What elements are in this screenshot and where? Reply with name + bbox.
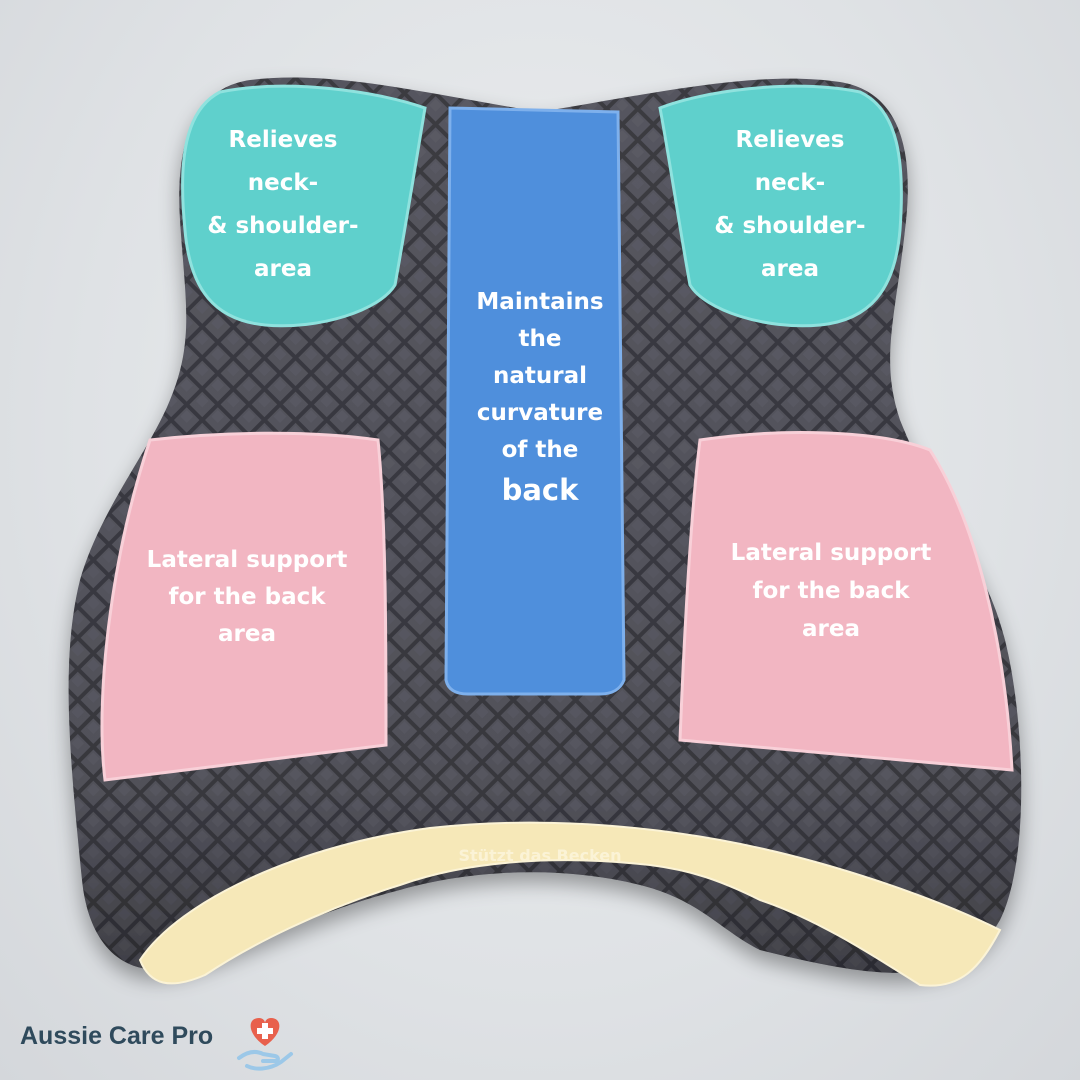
neck-zone-left (181, 84, 427, 328)
heart-hand-icon (237, 1018, 293, 1071)
label-line: Lateral support (730, 540, 932, 566)
label-line: Relieves (228, 127, 338, 153)
label-line: the (518, 326, 562, 352)
label-line: curvature (476, 400, 604, 426)
label-line: Relieves (735, 127, 845, 153)
label-line: & shoulder- (207, 213, 359, 239)
lateral-zone-right (678, 431, 1014, 772)
lateral-zone-left (100, 431, 388, 782)
label-line: of the (501, 437, 579, 463)
neck-zone-right-label: Relieves neck- & shoulder- area (690, 129, 890, 301)
pelvis-zone (138, 821, 1002, 987)
label-line: for the back (752, 578, 910, 604)
label-line: back (501, 473, 579, 507)
neck-zone-right (658, 84, 903, 328)
label-line: area (761, 256, 819, 282)
label-line: Maintains (476, 289, 604, 315)
label-line: area (254, 256, 312, 282)
lateral-zone-left-label: Lateral support for the back area (127, 549, 367, 660)
spine-zone-label: Maintains the natural curvature of the b… (440, 291, 640, 516)
label-line: area (218, 621, 276, 647)
label-line: & shoulder- (714, 213, 866, 239)
lateral-zone-right-label: Lateral support for the back area (711, 542, 951, 656)
label-line: natural (492, 363, 587, 389)
brand-name: Aussie Care Pro (20, 1022, 214, 1050)
pelvis-zone-label: Stützt das Becken (458, 846, 622, 865)
label-line: Lateral support (146, 547, 348, 573)
label-line: area (802, 616, 860, 642)
label-line: for the back (168, 584, 326, 610)
brand-logo: Aussie Care Pro (20, 1016, 320, 1076)
neck-zone-left-label: Relieves neck- & shoulder- area (183, 129, 383, 301)
label-line: neck- (247, 170, 319, 196)
spine-zone (444, 106, 626, 696)
label-line: neck- (754, 170, 826, 196)
